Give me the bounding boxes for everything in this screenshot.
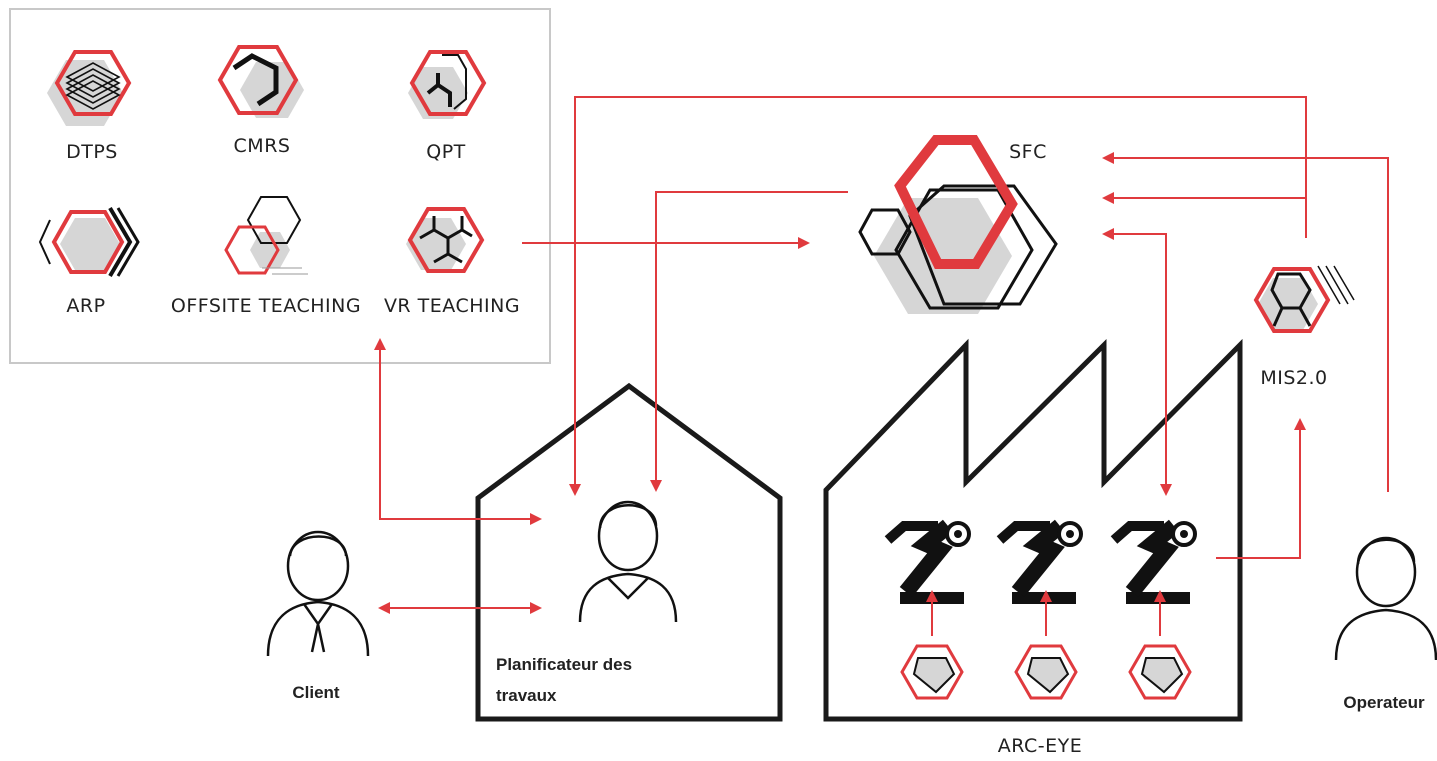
flow-arrows xyxy=(374,96,1389,636)
arc-eye-sensor-icon xyxy=(1128,644,1192,700)
robot-arm-icon xyxy=(1110,519,1197,604)
hexagon-check-icon xyxy=(408,50,487,119)
arc-eye-sensor-icon xyxy=(1014,644,1078,700)
operator-person-icon xyxy=(1334,536,1437,661)
overlapping-hexagons-icon xyxy=(224,196,308,275)
robot-arm-icon xyxy=(884,519,971,604)
arc-eye-sensor-icon xyxy=(900,644,964,700)
client-label: Client xyxy=(292,683,340,702)
layered-hexagon-icon xyxy=(47,50,132,126)
sfc-label: SFC xyxy=(1009,141,1047,163)
planner-person-icon xyxy=(578,500,678,623)
tool-label-vr-teaching: VR TEACHING xyxy=(384,295,520,317)
arc-eye-label: ARC-EYE xyxy=(998,735,1083,757)
operator-label: Operateur xyxy=(1343,693,1425,712)
tool-label-offsite-teaching: OFFSITE TEACHING xyxy=(171,295,361,317)
hexagon-network-icon xyxy=(406,207,485,273)
planner-label-line2: travaux xyxy=(496,686,557,705)
tool-label-arp: ARP xyxy=(66,295,105,317)
client-person-icon xyxy=(266,530,370,657)
sfc-hexagon-cluster-icon xyxy=(858,135,1058,314)
tool-label-qpt: QPT xyxy=(426,141,466,163)
tool-label-cmrs: CMRS xyxy=(234,135,291,157)
planner-label-line1: Planificateur des xyxy=(496,655,632,674)
mis-label: MIS2.0 xyxy=(1260,367,1327,389)
planner-house xyxy=(475,382,783,722)
mis-hexagon-icon xyxy=(1253,265,1355,333)
nested-hexagon-icon xyxy=(217,45,304,118)
tool-label-dtps: DTPS xyxy=(66,141,118,163)
robot-arm-icon xyxy=(996,519,1083,604)
hexagon-chevrons-icon xyxy=(38,206,140,278)
